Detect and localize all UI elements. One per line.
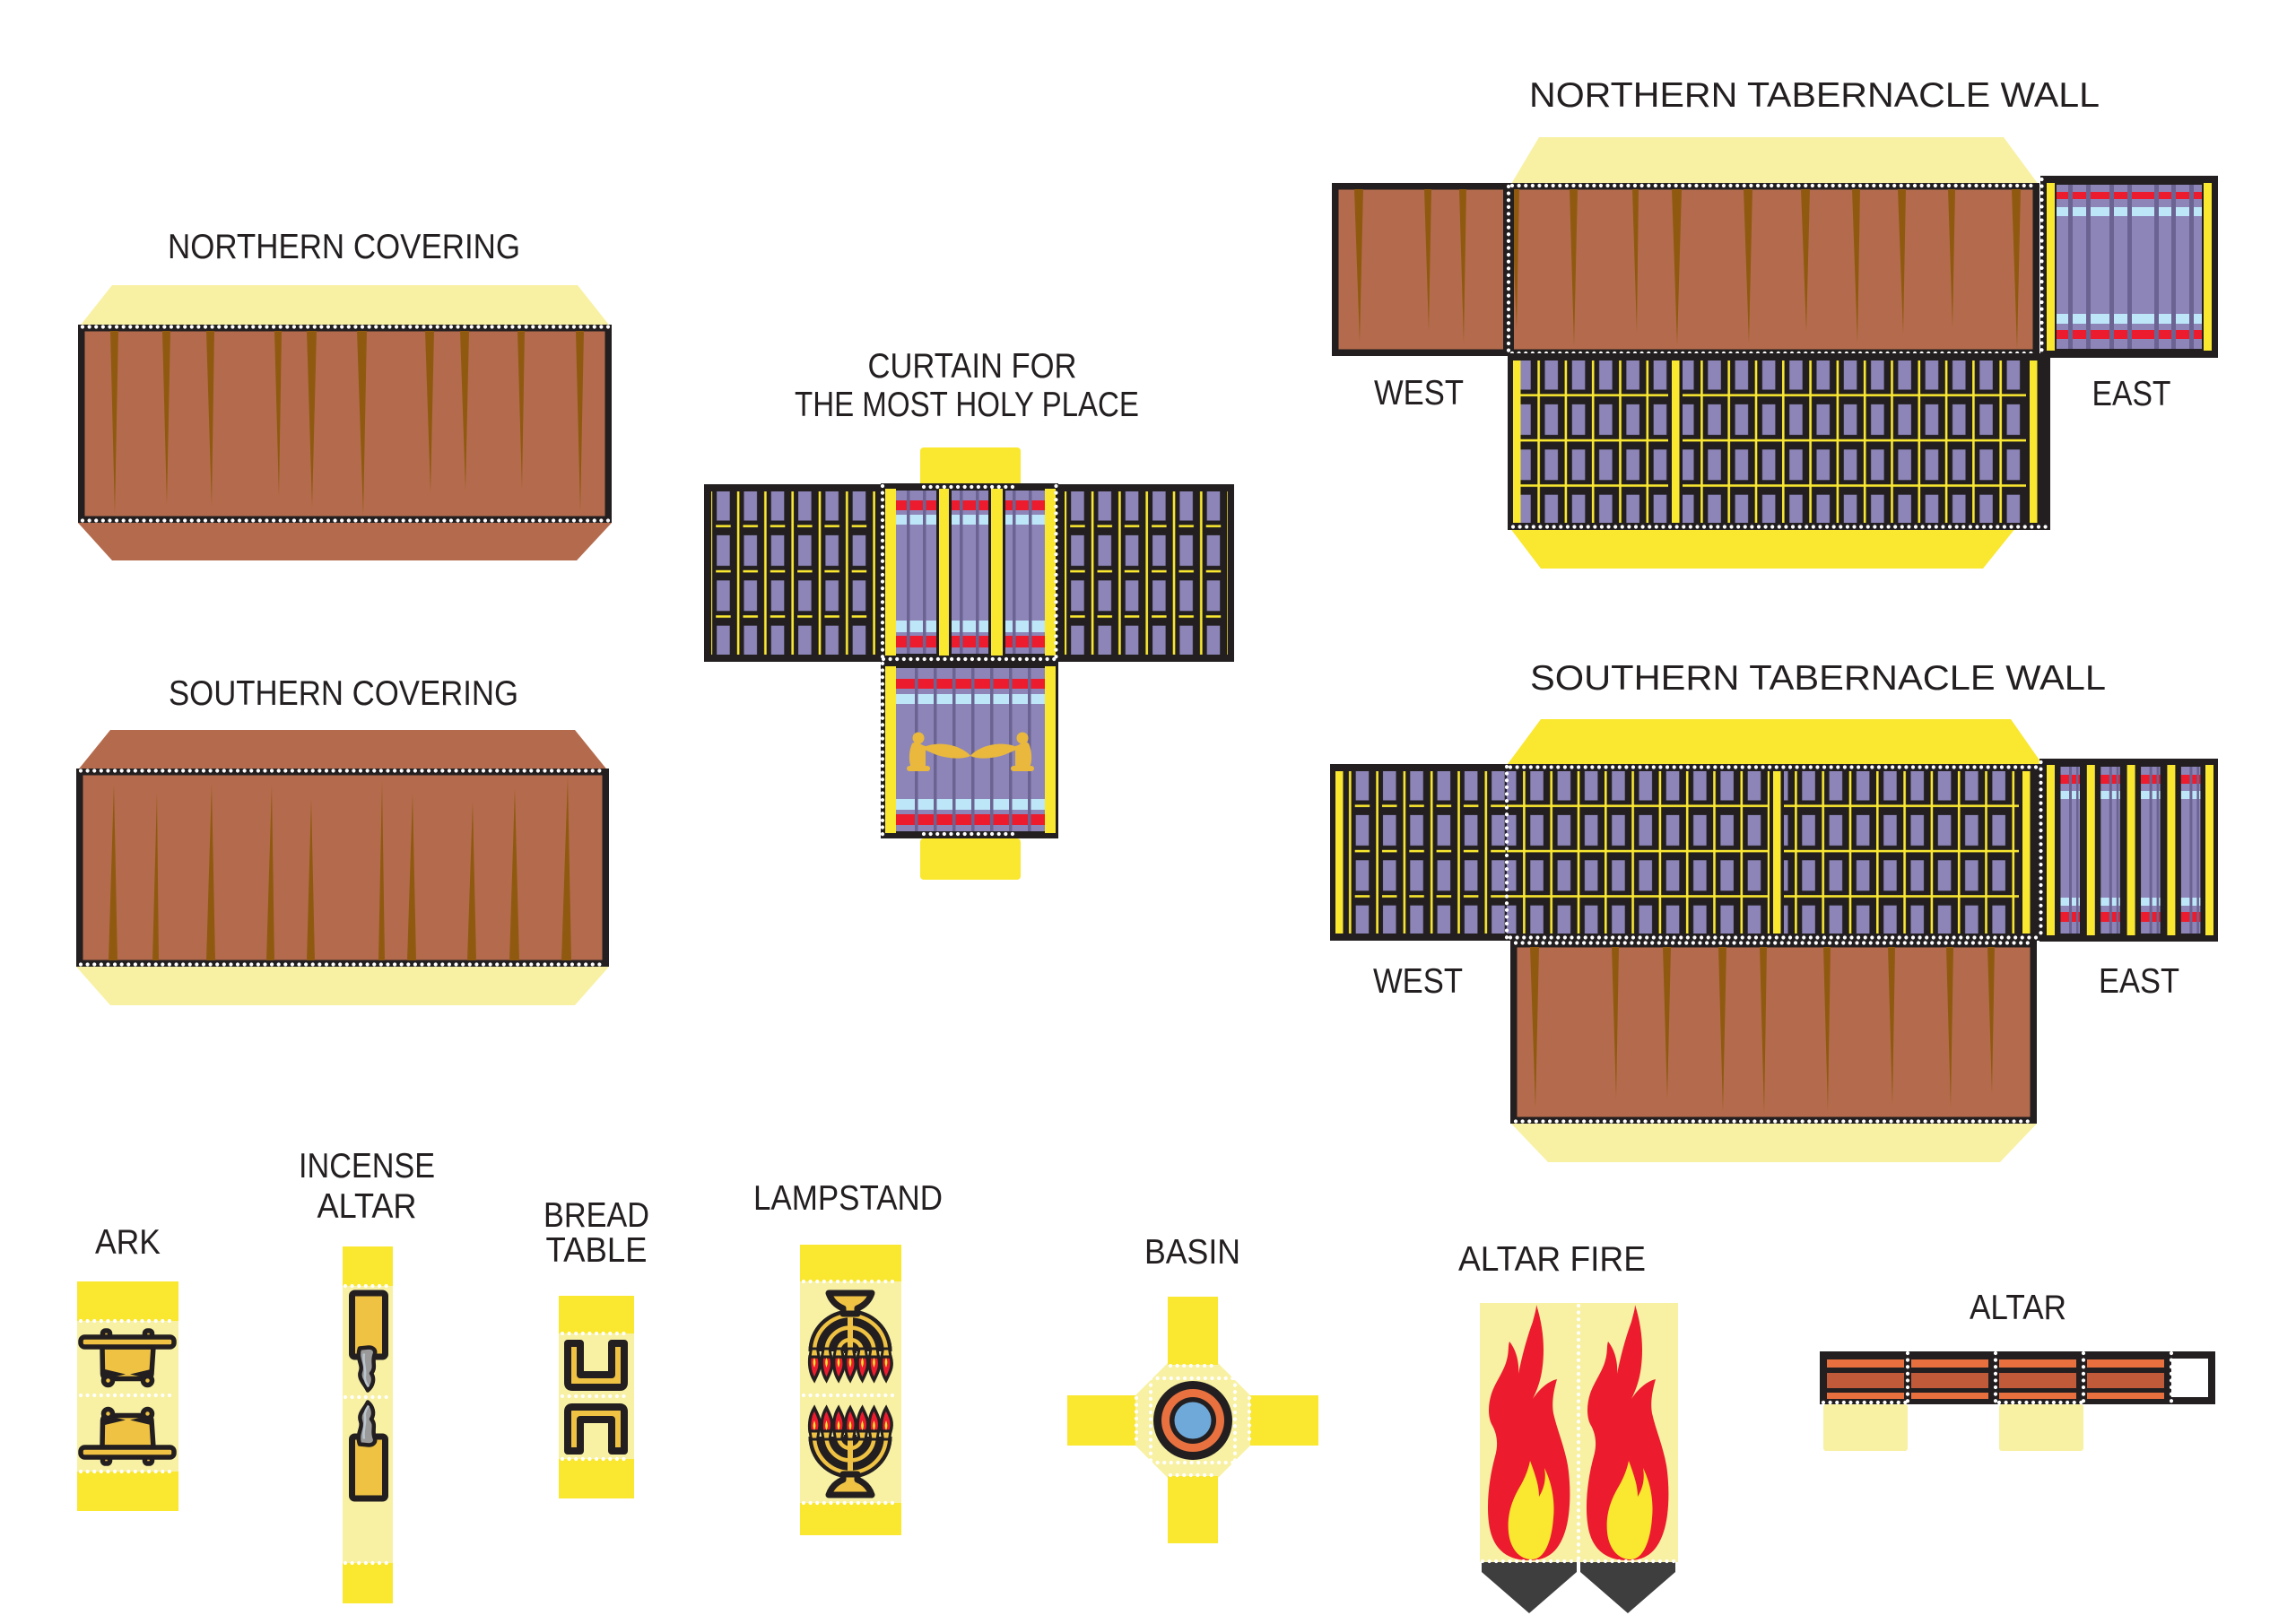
svg-text:ALTAR FIRE: ALTAR FIRE bbox=[1458, 1240, 1646, 1279]
svg-text:THE MOST HOLY PLACE: THE MOST HOLY PLACE bbox=[795, 386, 1139, 424]
svg-text:TABLE: TABLE bbox=[546, 1231, 648, 1270]
svg-text:NORTHERN TABERNACLE WALL: NORTHERN TABERNACLE WALL bbox=[1529, 76, 2100, 115]
svg-text:BASIN: BASIN bbox=[1144, 1233, 1240, 1272]
svg-text:SOUTHERN COVERING: SOUTHERN COVERING bbox=[169, 674, 518, 713]
svg-text:BREAD: BREAD bbox=[544, 1196, 649, 1235]
svg-text:ARK: ARK bbox=[95, 1223, 161, 1262]
svg-text:CURTAIN FOR: CURTAIN FOR bbox=[868, 347, 1077, 386]
svg-text:EAST: EAST bbox=[2092, 375, 2171, 413]
svg-text:WEST: WEST bbox=[1374, 374, 1464, 413]
svg-text:NORTHERN COVERING: NORTHERN COVERING bbox=[168, 228, 520, 266]
svg-text:INCENSE: INCENSE bbox=[299, 1147, 435, 1185]
svg-text:LAMPSTAND: LAMPSTAND bbox=[753, 1179, 943, 1218]
svg-text:ALTAR: ALTAR bbox=[317, 1187, 417, 1226]
svg-text:SOUTHERN TABERNACLE WALL: SOUTHERN TABERNACLE WALL bbox=[1530, 659, 2106, 698]
svg-text:EAST: EAST bbox=[2099, 962, 2179, 1001]
svg-text:ALTAR: ALTAR bbox=[1970, 1289, 2066, 1327]
svg-text:WEST: WEST bbox=[1373, 962, 1463, 1001]
